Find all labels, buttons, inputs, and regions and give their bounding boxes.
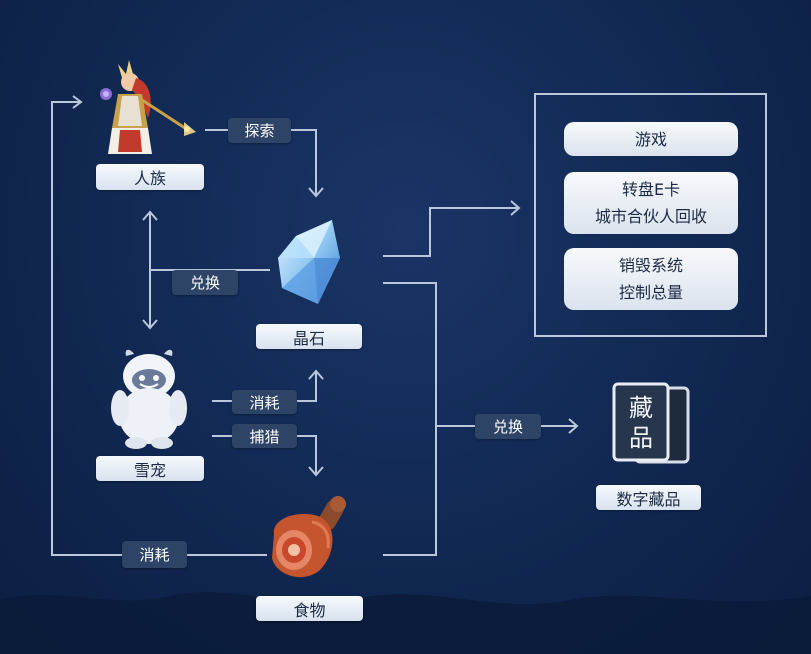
node-crystal-label: 晶石: [256, 324, 362, 349]
crystal-icon: [274, 218, 346, 310]
edge-exchange-right: 兑换: [475, 414, 541, 439]
node-collectible-label: 数字藏品: [596, 485, 701, 510]
edge-exchange-left: 兑换: [172, 270, 238, 295]
use-game: 游戏: [564, 122, 738, 156]
card-glyph-bottom: 品: [629, 424, 653, 452]
use-destroy-line2: 控制总量: [619, 279, 683, 306]
node-yeti-label: 雪宠: [96, 456, 204, 481]
collectible-card-icon: 藏 品: [608, 382, 694, 466]
edge-consume-top: 消耗: [232, 390, 297, 414]
edge-explore: 探索: [228, 118, 291, 143]
meat-icon: [264, 494, 354, 586]
edge-hunt: 捕猎: [232, 424, 297, 448]
use-wheel-line1: 转盘E卡: [622, 176, 680, 203]
use-wheel-line2: 城市合伙人回收: [595, 203, 707, 230]
human-warrior-icon: [92, 56, 202, 160]
edge-consume-bottom: 消耗: [122, 541, 187, 568]
use-destroy-line1: 销毁系统: [619, 252, 683, 279]
crystal-uses-line: [383, 208, 518, 256]
yeti-icon: [104, 346, 194, 450]
use-game-label: 游戏: [635, 126, 667, 153]
node-human-label: 人族: [96, 164, 204, 190]
use-destroy-system: 销毁系统 控制总量: [564, 248, 738, 310]
node-food-label: 食物: [256, 596, 363, 621]
exchange-right-line: [383, 283, 436, 555]
use-wheel-card: 转盘E卡 城市合伙人回收: [564, 172, 738, 234]
card-glyph-top: 藏: [629, 394, 653, 422]
